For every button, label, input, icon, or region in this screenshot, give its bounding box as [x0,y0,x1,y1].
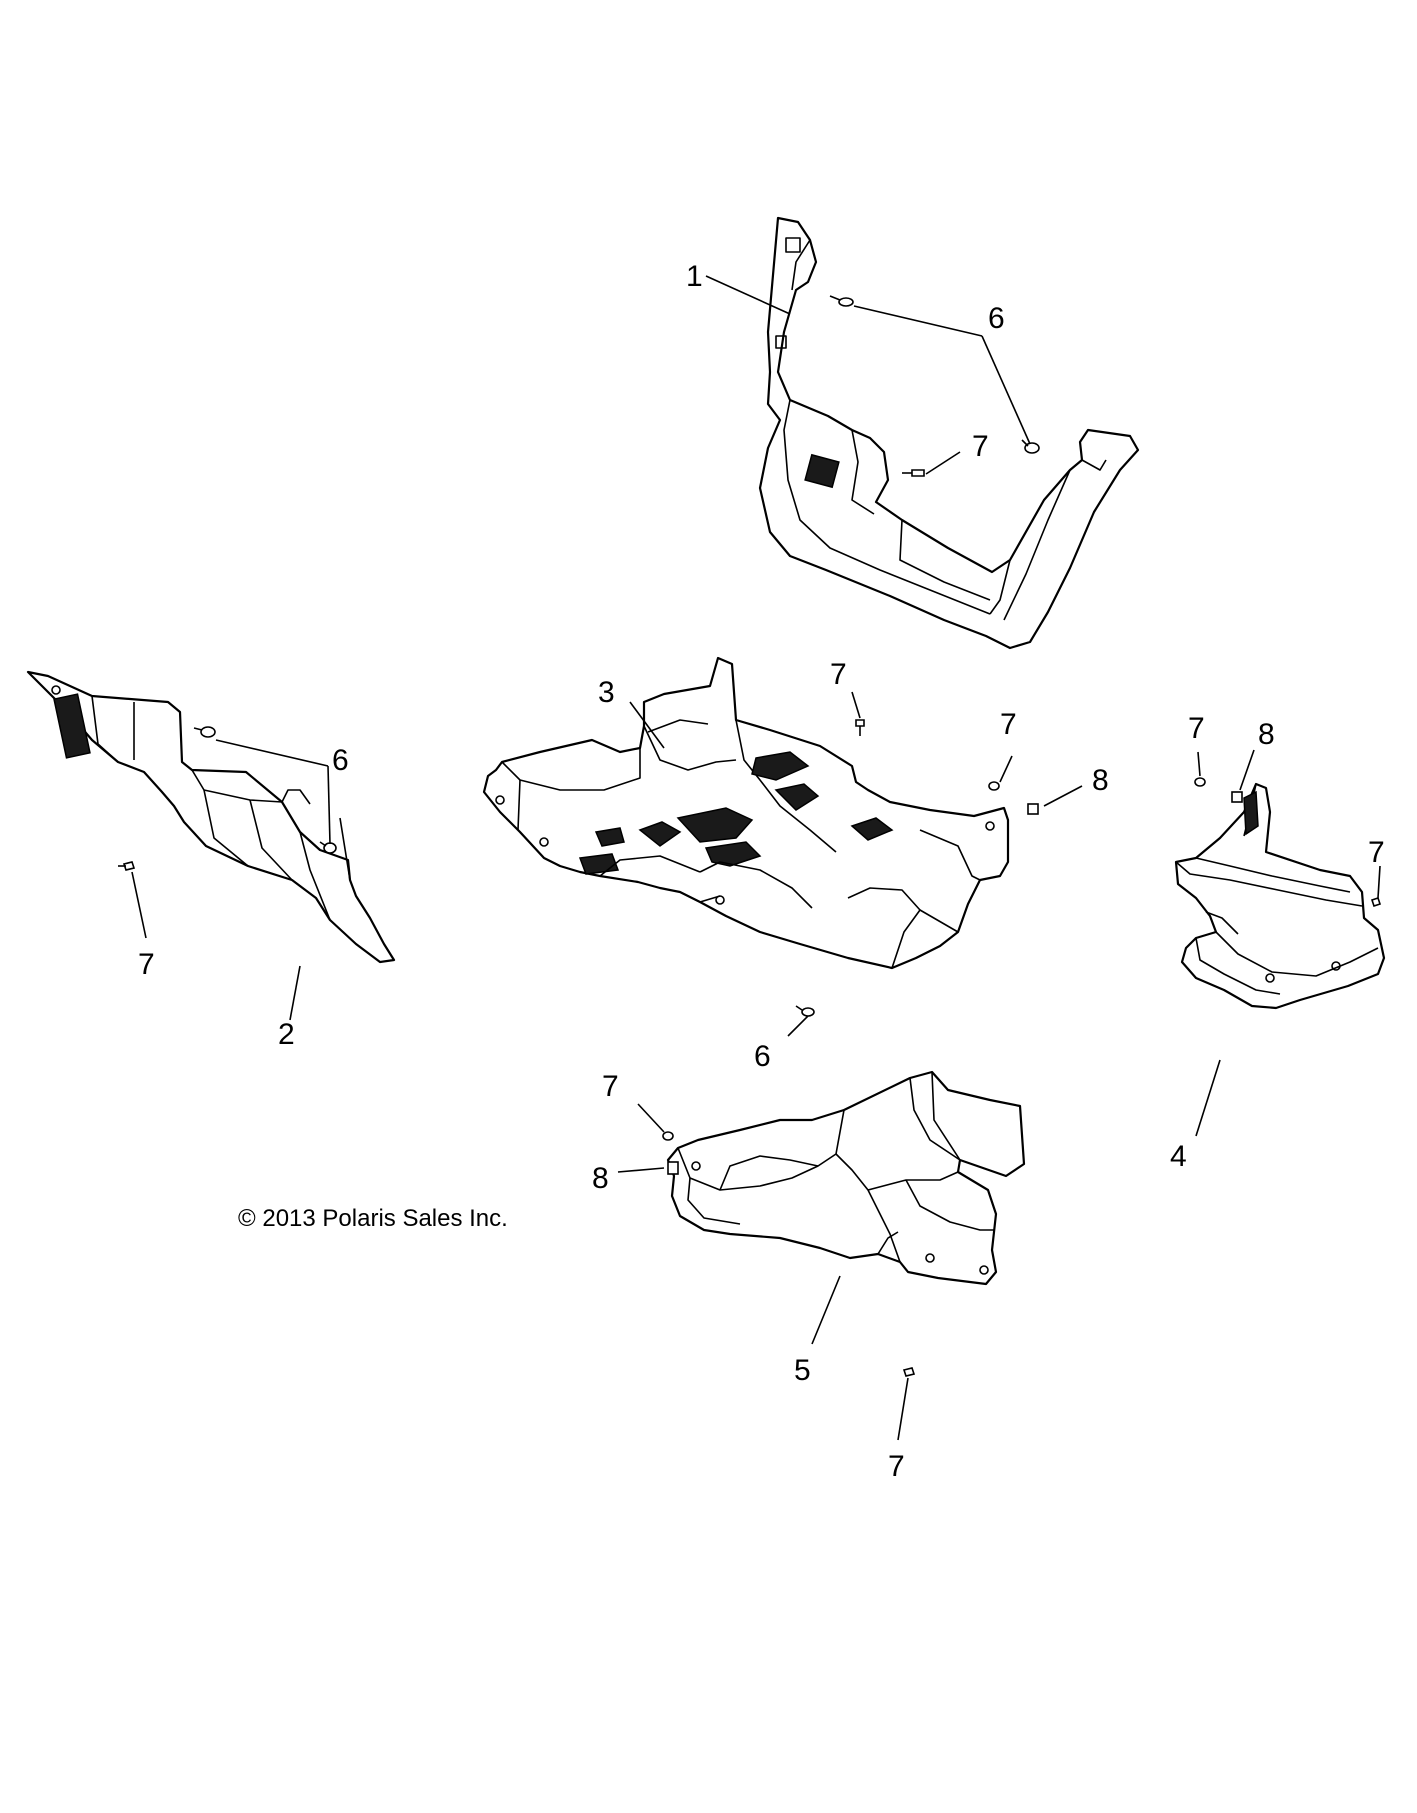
fastener-6-center [795,1005,815,1017]
leader-lines [131,275,1381,1441]
callout-7-right-top: 7 [1188,712,1205,745]
callout-2: 2 [278,1018,295,1051]
callout-1: 1 [686,260,703,293]
fastener-6-top [829,295,854,307]
callout-5: 5 [794,1354,811,1387]
part-5-panel [666,1070,1026,1286]
fastener-7-top [902,469,925,477]
callout-4: 4 [1170,1140,1187,1173]
fastener-6-left [193,726,216,738]
callout-8-right-top: 8 [1258,718,1275,751]
part-2-panel [26,670,396,964]
callout-7-bottom: 7 [888,1450,905,1483]
callout-3: 3 [598,676,615,709]
part-1-panel [758,216,1140,650]
fastener-7-left [118,861,136,871]
fastener-8-lower [667,1161,679,1175]
callout-labels: 1 6 7 3 7 7 8 7 8 7 4 6 7 2 6 7 8 5 7 [138,260,1385,1483]
part-3-floor [482,656,1010,970]
callout-6-left: 6 [332,744,349,777]
fastener-8-floor-right [1027,803,1039,815]
fastener-7-right-top [1194,777,1206,787]
fastener-7-right [1370,896,1382,908]
fastener-7-bottom [902,1367,916,1377]
fastener-7-floor-right [988,781,1000,791]
callout-8-floor: 8 [1092,764,1109,797]
callout-7-floor: 7 [830,658,847,691]
fastener-7-lower [662,1131,674,1141]
fastener-7-floor [855,719,865,736]
part-4-panel [1174,782,1386,1010]
fastener-8-right-top [1231,791,1243,803]
copyright-notice: © 2013 Polaris Sales Inc. [238,1205,508,1232]
callout-7-lower: 7 [602,1070,619,1103]
callout-6-top: 6 [988,302,1005,335]
callout-6-center: 6 [754,1040,771,1073]
callout-7-floor-right: 7 [1000,708,1017,741]
callout-7-left: 7 [138,948,155,981]
fastener-6-top-right [1021,439,1040,454]
callout-7-top: 7 [972,430,989,463]
callout-7-right: 7 [1368,836,1385,869]
callout-8-lower: 8 [592,1162,609,1195]
